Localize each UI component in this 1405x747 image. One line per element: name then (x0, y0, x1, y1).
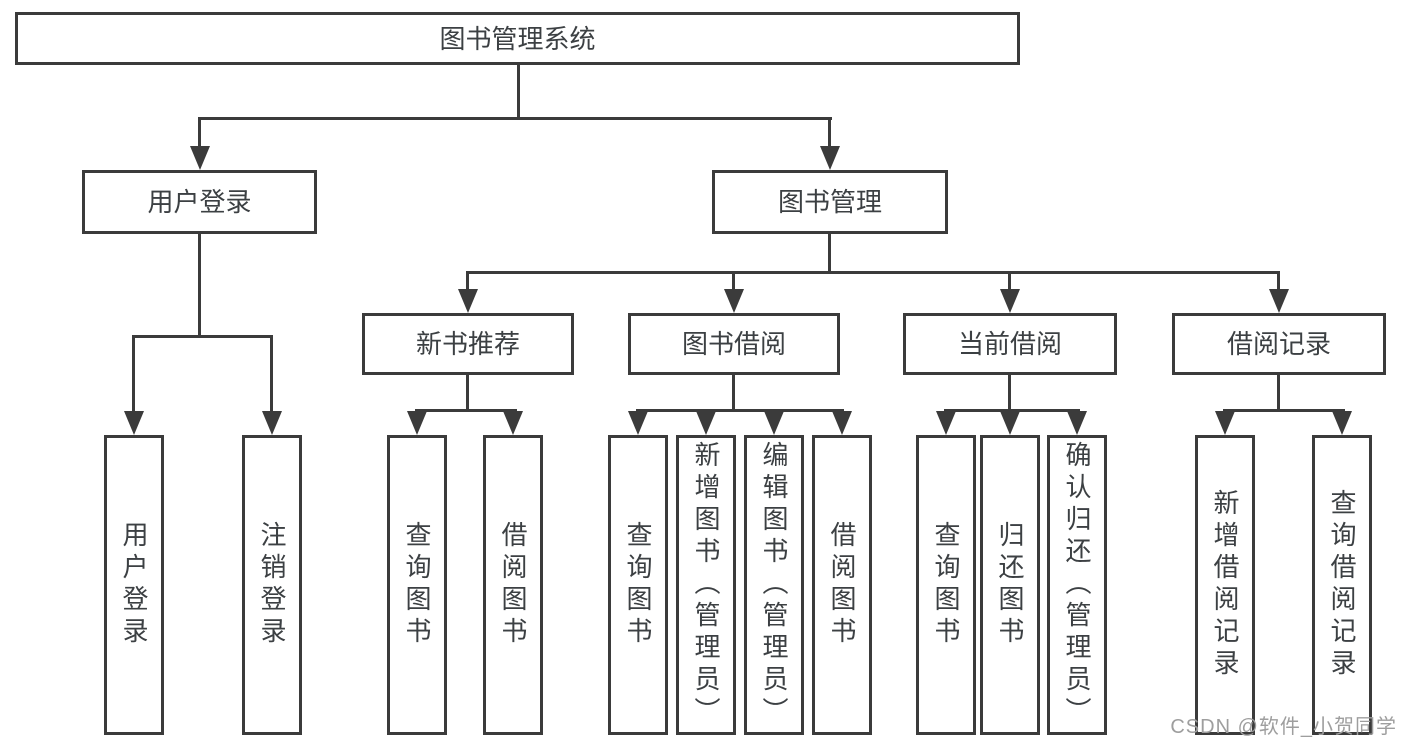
arrowhead-icon (1000, 411, 1020, 435)
connector-line (198, 234, 201, 335)
connector-line (517, 65, 520, 117)
node-label: 用户登录 (147, 187, 252, 217)
node-label: 新书推荐 (415, 329, 520, 359)
node-label: 查询图书 (402, 521, 432, 649)
node-new-book-recommend: 新书推荐 (362, 313, 574, 375)
node-label: 归还图书 (995, 521, 1025, 649)
node-label: 借阅记录 (1226, 329, 1331, 359)
connector-line (828, 234, 831, 271)
arrowhead-icon (724, 289, 744, 313)
connector-line (415, 409, 517, 412)
arrowhead-icon (503, 411, 523, 435)
leaf-query-books-current: 查询图书 (916, 435, 976, 735)
connector-line (1277, 375, 1280, 412)
connector-line (732, 271, 735, 291)
arrowhead-icon (696, 411, 716, 435)
leaf-add-borrow-record: 新增借阅记录 (1195, 435, 1255, 735)
connector-line (828, 117, 831, 148)
arrowhead-icon (1269, 289, 1289, 313)
node-label: 编辑图书（管理员） (759, 441, 789, 729)
arrowhead-icon (458, 289, 478, 313)
leaf-user-login: 用户登录 (104, 435, 164, 735)
arrowhead-icon (832, 411, 852, 435)
node-label: 图书管理系统 (439, 23, 596, 54)
node-label: 新增借阅记录 (1210, 489, 1240, 681)
node-book-borrow: 图书借阅 (628, 313, 840, 375)
node-label: 查询借阅记录 (1327, 489, 1357, 681)
connector-line (132, 335, 273, 338)
node-label: 当前借阅 (957, 329, 1062, 359)
node-label: 图书借阅 (681, 329, 786, 359)
connector-line (1277, 271, 1280, 291)
node-label: 图书管理 (777, 187, 882, 217)
leaf-query-borrow-record: 查询借阅记录 (1312, 435, 1372, 735)
connector-line (270, 335, 273, 413)
connector-line (1008, 271, 1011, 291)
arrowhead-icon (820, 146, 840, 170)
node-label: 确认归还（管理员） (1062, 441, 1092, 729)
connector-line (732, 375, 735, 412)
arrowhead-icon (764, 411, 784, 435)
leaf-query-books-recommend: 查询图书 (387, 435, 447, 735)
arrowhead-icon (936, 411, 956, 435)
node-label: 借阅图书 (827, 521, 857, 649)
arrowhead-icon (1067, 411, 1087, 435)
arrowhead-icon (124, 411, 144, 435)
node-label: 用户登录 (119, 521, 149, 649)
node-label: 查询图书 (931, 521, 961, 649)
leaf-add-books-admin: 新增图书（管理员） (676, 435, 736, 735)
leaf-edit-books-admin: 编辑图书（管理员） (744, 435, 804, 735)
leaf-query-books-borrow: 查询图书 (608, 435, 668, 735)
node-label: 借阅图书 (498, 521, 528, 649)
arrowhead-icon (1215, 411, 1235, 435)
connector-line (944, 409, 1080, 412)
connector-line (1008, 375, 1011, 412)
node-current-borrow: 当前借阅 (903, 313, 1117, 375)
connector-line (1223, 409, 1345, 412)
arrowhead-icon (262, 411, 282, 435)
leaf-confirm-return-admin: 确认归还（管理员） (1047, 435, 1107, 735)
connector-line (466, 271, 1280, 274)
arrowhead-icon (628, 411, 648, 435)
node-root-library-system: 图书管理系统 (15, 12, 1020, 65)
arrowhead-icon (1000, 289, 1020, 313)
arrowhead-icon (1332, 411, 1352, 435)
node-user-login: 用户登录 (82, 170, 317, 234)
connector-line (198, 117, 201, 148)
node-borrow-records: 借阅记录 (1172, 313, 1386, 375)
csdn-watermark: CSDN @软件_小贺同学 (1170, 716, 1397, 738)
leaf-borrow-books-recommend: 借阅图书 (483, 435, 543, 735)
leaf-borrow-books: 借阅图书 (812, 435, 872, 735)
connector-line (132, 335, 135, 413)
node-label: 新增图书（管理员） (691, 441, 721, 729)
connector-line (636, 409, 844, 412)
node-label: 注销登录 (257, 521, 287, 649)
connector-line (466, 375, 469, 412)
node-book-management: 图书管理 (712, 170, 948, 234)
connector-line (466, 271, 469, 291)
leaf-return-books: 归还图书 (980, 435, 1040, 735)
connector-line (198, 117, 832, 120)
arrowhead-icon (190, 146, 210, 170)
node-label: 查询图书 (623, 521, 653, 649)
leaf-logout: 注销登录 (242, 435, 302, 735)
arrowhead-icon (407, 411, 427, 435)
